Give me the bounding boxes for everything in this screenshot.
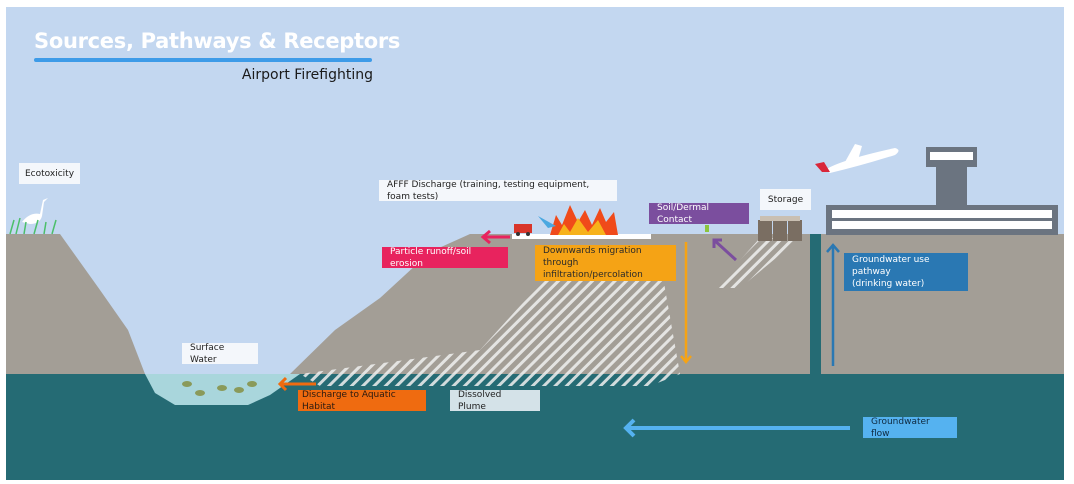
diagram-title: Sources, Pathways & Receptors [34, 29, 401, 53]
airplane-icon [815, 144, 899, 173]
storage-tanks-icon [758, 216, 802, 241]
well [810, 234, 821, 374]
label-surface-water: Surface Water [182, 343, 258, 365]
label-downwards-migration: Downwards migration through infiltration… [535, 245, 676, 281]
fire-truck-icon [514, 224, 532, 236]
label-particle-runoff: Particle runoff/soil erosion [382, 247, 508, 269]
label-storage: Storage [760, 189, 811, 210]
label-line: through infiltration/percolation [543, 258, 643, 280]
groundwater-flow-arrow [623, 418, 850, 438]
aquatic-arrow [277, 376, 316, 392]
label-dissolved-plume: Dissolved Plume [450, 390, 540, 412]
storage-hatch [715, 238, 800, 288]
diagram-subtitle: Airport Firefighting [241, 67, 373, 83]
plane-tail-icon [538, 216, 556, 228]
label-line: Groundwater use pathway [852, 255, 930, 277]
label-ecotoxicity: Ecotoxicity [19, 163, 80, 184]
label-line: (drinking water) [852, 279, 925, 289]
plume-hatch [300, 260, 680, 386]
title-underline [34, 58, 372, 62]
airport-terminal-icon [826, 147, 1058, 235]
runoff-arrow [480, 229, 510, 245]
left-hill [6, 234, 145, 374]
fish-icons [182, 381, 257, 396]
runway [512, 234, 651, 239]
fire-icon [550, 205, 618, 235]
label-soil-dermal-contact: Soil/Dermal Contact [649, 203, 749, 225]
groundwater-use-arrow [826, 243, 840, 366]
label-afff-discharge: AFFF Discharge (training, testing equipm… [379, 180, 617, 202]
label-groundwater-use-pathway: Groundwater use pathway (drinking water) [844, 253, 968, 291]
label-discharge-aquatic-habitat: Discharge to Aquatic Habitat [298, 390, 426, 412]
egret-icon [9, 198, 57, 235]
dermal-arrow [712, 238, 738, 262]
label-line: Downwards migration [543, 246, 642, 256]
migration-arrow [680, 242, 692, 364]
label-groundwater-flow: Groundwater flow [863, 417, 957, 439]
